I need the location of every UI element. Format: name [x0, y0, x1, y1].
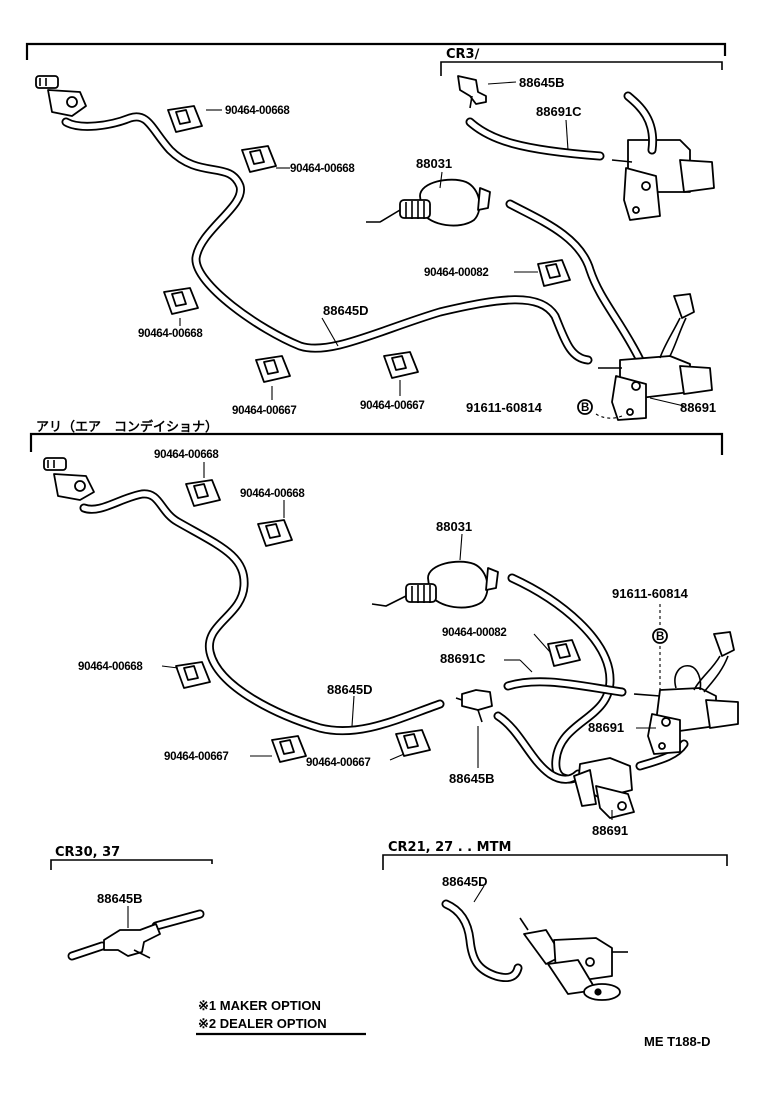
legend: ※1 MAKER OPTION ※2 DEALER OPTION: [196, 998, 366, 1036]
label-clip-00668-top-a: 90464-00668: [225, 105, 290, 117]
label-clip-00668-top-b: 90464-00668: [290, 163, 355, 175]
sensor-88031-aircon: [371, 560, 499, 609]
clip-aircon-2: [257, 519, 293, 547]
vsv-88691-aircon-a: [633, 631, 739, 755]
section-bracket-top: [25, 42, 727, 76]
tee-88645B-top: [457, 75, 487, 109]
hose-88645D-top: [61, 112, 593, 365]
label-88691-aircon-b: 88691: [592, 823, 628, 838]
hose-88645D-cr21: [441, 885, 523, 983]
label-bolt-aircon: 91611-60814: [612, 586, 689, 601]
clip-top-2: [241, 145, 277, 173]
label-88691C-aircon: 88691C: [440, 651, 486, 666]
clip-aircon-3: [175, 661, 211, 689]
hose-lower-aircon: [493, 711, 689, 784]
section-bracket-aircon: [29, 432, 724, 455]
legend-dealer-option: ※2 DEALER OPTION: [198, 1016, 327, 1031]
legend-maker-option: ※1 MAKER OPTION: [198, 998, 321, 1013]
label-88691-top: 88691: [680, 400, 716, 415]
label-clip-00668-top-c: 90464-00668: [138, 328, 203, 340]
engine-fitting-aircon: [43, 457, 95, 501]
hose-right-top: [505, 199, 645, 365]
section-bracket-cr21: [382, 854, 728, 870]
aircon-heading: アリ（エア コンデイショナ）: [36, 419, 218, 435]
label-88691C-top: 88691C: [536, 104, 582, 119]
label-88691-aircon-a: 88691: [588, 720, 624, 735]
hose-88691C-top: [465, 117, 605, 161]
label-88645D-cr21: 88645D: [442, 874, 488, 889]
mark-b-aircon: B: [656, 631, 664, 643]
label-clip-00082-aircon: 90464-00082: [442, 627, 507, 639]
label-clip-00668-aircon-b: 90464-00668: [240, 488, 305, 500]
label-88645B-top: 88645B: [519, 75, 565, 90]
clip-aircon-1: [185, 479, 221, 507]
leaders-top: [179, 81, 685, 419]
hose-88691C-aircon: [503, 677, 627, 697]
hose-88645D-aircon: [79, 489, 445, 736]
variant-heading-cr30: CR30, 37: [55, 845, 120, 860]
clip-top-1: [167, 105, 203, 133]
variant-heading-cr21: CR21, 27 . . MTM: [388, 840, 511, 855]
tee-88645B-cr30: [67, 906, 205, 961]
label-clip-00667-aircon-a: 90464-00667: [164, 751, 229, 763]
variant-heading-cr3: CR3∕: [446, 47, 480, 62]
vsv-cr21: [519, 917, 628, 1001]
vsv-88691-cr3: [611, 91, 715, 221]
label-clip-00667-top-a: 90464-00667: [232, 405, 297, 417]
label-88031-aircon: 88031: [436, 519, 472, 534]
tee-88645B-aircon: [455, 689, 493, 723]
figure-code: ME T188-D: [644, 1034, 710, 1049]
label-88645D-aircon: 88645D: [327, 682, 373, 697]
clip-top-5: [383, 351, 419, 379]
label-clip-00082-top: 90464-00082: [424, 267, 489, 279]
clip-aircon-6: [547, 639, 581, 667]
clip-aircon-4: [271, 735, 307, 763]
clip-aircon-5: [395, 729, 431, 757]
label-88645B-aircon: 88645B: [449, 771, 495, 786]
label-88645B-cr30: 88645B: [97, 891, 143, 906]
clip-top-4: [255, 355, 291, 383]
clip-top-6: [537, 259, 571, 287]
mark-b-top: B: [581, 402, 589, 414]
clip-top-3: [163, 287, 199, 315]
label-clip-00667-aircon-b: 90464-00667: [306, 757, 371, 769]
label-clip-00668-aircon-c: 90464-00668: [78, 661, 143, 673]
label-clip-00667-top-b: 90464-00667: [360, 400, 425, 412]
engine-fitting-top: [35, 75, 87, 117]
leaders-aircon: [161, 462, 668, 820]
sensor-88031-top: [366, 178, 491, 227]
vsv-88691-top: [598, 293, 713, 421]
label-88645D-top: 88645D: [323, 303, 369, 318]
label-88031-top: 88031: [416, 156, 452, 171]
section-bracket-cr30: [50, 859, 213, 870]
vsv-88691-aircon-b: [573, 757, 635, 819]
label-clip-00668-aircon-a: 90464-00668: [154, 449, 219, 461]
label-bolt-top: 91611-60814: [466, 400, 543, 415]
